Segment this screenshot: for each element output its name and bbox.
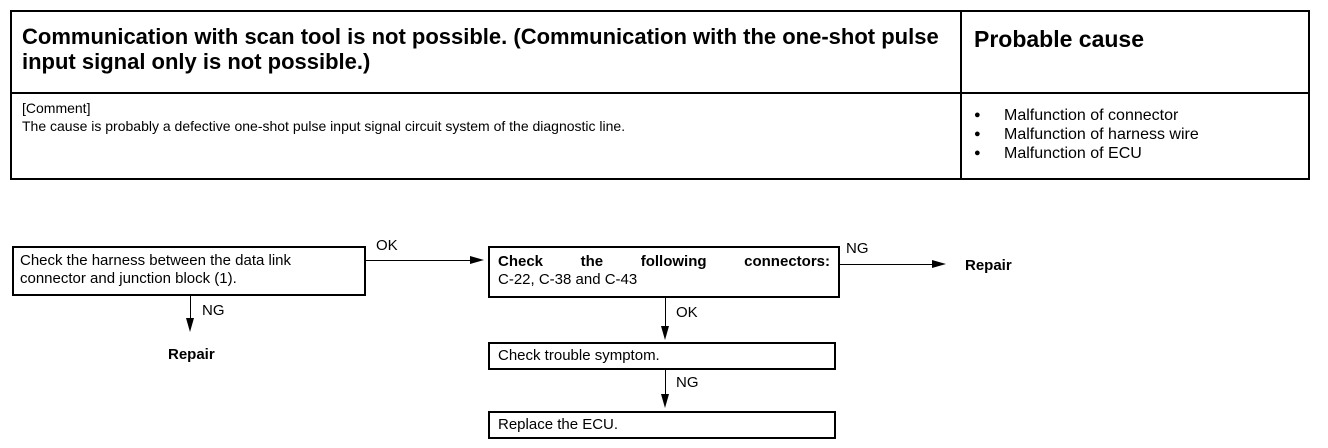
ng-connector-line bbox=[665, 370, 666, 396]
ng-label: NG bbox=[202, 302, 225, 319]
diagnosis-table: Communication with scan tool is not poss… bbox=[10, 10, 1310, 180]
step-check-connectors-heading: Check the following connectors: bbox=[498, 253, 830, 270]
arrow-down-icon bbox=[186, 318, 194, 332]
probable-cause-heading: Probable cause bbox=[974, 26, 1145, 52]
arrow-down-icon bbox=[661, 394, 669, 408]
trouble-title: Communication with scan tool is not poss… bbox=[22, 24, 939, 74]
ng-connector-line bbox=[840, 264, 936, 265]
ok-label: OK bbox=[676, 304, 698, 321]
step-check-harness: Check the harness between the data link … bbox=[12, 246, 366, 296]
connector-list: C-22, C-38 and C-43 bbox=[498, 271, 638, 288]
ng-label: NG bbox=[846, 240, 869, 257]
column-divider bbox=[960, 12, 962, 178]
ng-label: NG bbox=[676, 374, 699, 391]
arrow-right-icon bbox=[932, 260, 946, 268]
step-replace-ecu: Replace the ECU. bbox=[488, 411, 836, 439]
ok-label: OK bbox=[376, 237, 398, 254]
step-check-trouble-symptom: Check trouble symptom. bbox=[488, 342, 836, 370]
ng-connector-line bbox=[190, 296, 191, 320]
repair-result: Repair bbox=[168, 346, 215, 363]
probable-cause-list: Malfunction of connector Malfunction of … bbox=[974, 106, 1199, 163]
cause-item: Malfunction of ECU bbox=[974, 144, 1199, 163]
ok-connector-line bbox=[366, 260, 474, 261]
cause-item: Malfunction of harness wire bbox=[974, 125, 1199, 144]
step-check-connectors: Check the following connectors: C-22, C-… bbox=[488, 246, 840, 298]
ok-connector-line bbox=[665, 298, 666, 328]
arrow-down-icon bbox=[661, 326, 669, 340]
comment-text: The cause is probably a defective one-sh… bbox=[22, 118, 626, 134]
table-header-row bbox=[12, 12, 1308, 94]
comment-tag: [Comment] bbox=[22, 100, 91, 116]
repair-result: Repair bbox=[965, 257, 1012, 274]
cause-item: Malfunction of connector bbox=[974, 106, 1199, 125]
arrow-right-icon bbox=[470, 256, 484, 264]
